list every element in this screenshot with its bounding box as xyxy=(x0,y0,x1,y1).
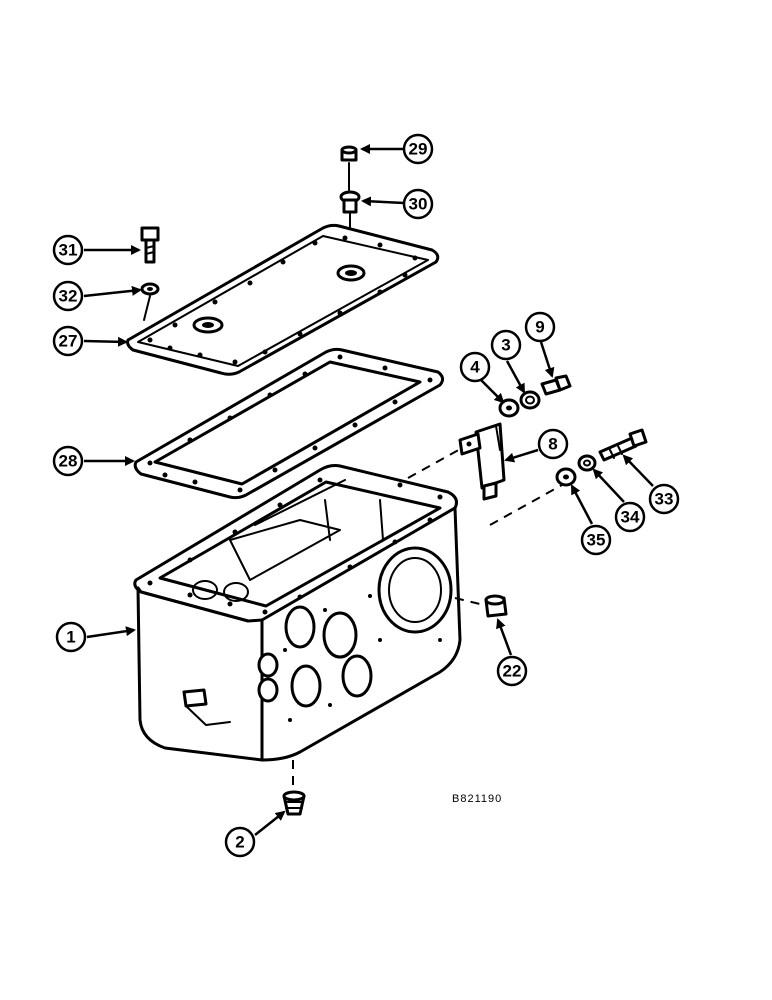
callout-4: 4 xyxy=(459,351,491,383)
part-33-bolt xyxy=(598,428,648,462)
part-28-gasket xyxy=(133,347,445,500)
part-29-plug xyxy=(340,145,358,162)
svg-text:1: 1 xyxy=(66,628,75,647)
callout-8: 8 xyxy=(537,428,569,460)
part-9-bolt xyxy=(540,374,572,396)
leader-32-cover xyxy=(143,295,151,321)
svg-text:30: 30 xyxy=(409,195,428,214)
svg-text:28: 28 xyxy=(59,452,78,471)
gasket-bolt-holes xyxy=(147,354,433,493)
callout-31: 31 xyxy=(52,234,84,266)
svg-text:35: 35 xyxy=(587,531,606,550)
svg-text:29: 29 xyxy=(409,140,428,159)
svg-text:31: 31 xyxy=(59,241,78,260)
dash-bracket-upper xyxy=(407,447,463,479)
callout-33: 33 xyxy=(648,483,680,515)
dash-plug-22 xyxy=(454,597,489,607)
svg-text:34: 34 xyxy=(621,508,640,527)
leader-arrows xyxy=(83,144,654,836)
part-3-washer xyxy=(519,390,541,410)
callout-29: 29 xyxy=(402,133,434,165)
callout-35: 35 xyxy=(580,524,612,556)
dash-bracket-lower xyxy=(489,484,563,526)
svg-text:8: 8 xyxy=(548,435,557,454)
part-27-cover-plate xyxy=(126,223,440,376)
part-34-washer xyxy=(577,454,597,472)
svg-text:32: 32 xyxy=(59,287,78,306)
callout-22: 22 xyxy=(496,655,528,687)
cover-bolt-holes xyxy=(147,235,418,365)
callout-34: 34 xyxy=(614,501,646,533)
callout-28: 28 xyxy=(52,445,84,477)
part-4-washer xyxy=(498,398,520,418)
callout-9: 9 xyxy=(524,311,556,343)
callout-2: 2 xyxy=(224,826,256,858)
svg-text:27: 27 xyxy=(59,332,78,351)
part-1-housing xyxy=(133,464,462,762)
callout-1: 1 xyxy=(55,621,87,653)
part-22-plug xyxy=(484,594,508,618)
part-31-bolt xyxy=(140,226,160,264)
svg-text:22: 22 xyxy=(503,662,522,681)
callout-3: 3 xyxy=(490,329,522,361)
part-32-washer xyxy=(140,282,160,296)
callout-32: 32 xyxy=(52,280,84,312)
svg-text:3: 3 xyxy=(501,336,510,355)
callout-30: 30 xyxy=(402,188,434,220)
part-8-bracket xyxy=(458,422,506,501)
svg-text:9: 9 xyxy=(535,318,544,337)
callout-27: 27 xyxy=(52,325,84,357)
part-30-fitting xyxy=(339,190,361,214)
housing-flange-holes xyxy=(147,477,443,722)
part-2-drain-plug xyxy=(282,790,306,816)
part-35-nut xyxy=(555,467,577,487)
svg-text:33: 33 xyxy=(655,490,674,509)
svg-text:4: 4 xyxy=(470,358,480,377)
svg-text:2: 2 xyxy=(235,833,244,852)
callout-labels: 29 30 31 32 27 28 4 3 9 8 33 34 35 1 22 … xyxy=(52,133,680,858)
figure-code: B821190 xyxy=(452,793,502,805)
